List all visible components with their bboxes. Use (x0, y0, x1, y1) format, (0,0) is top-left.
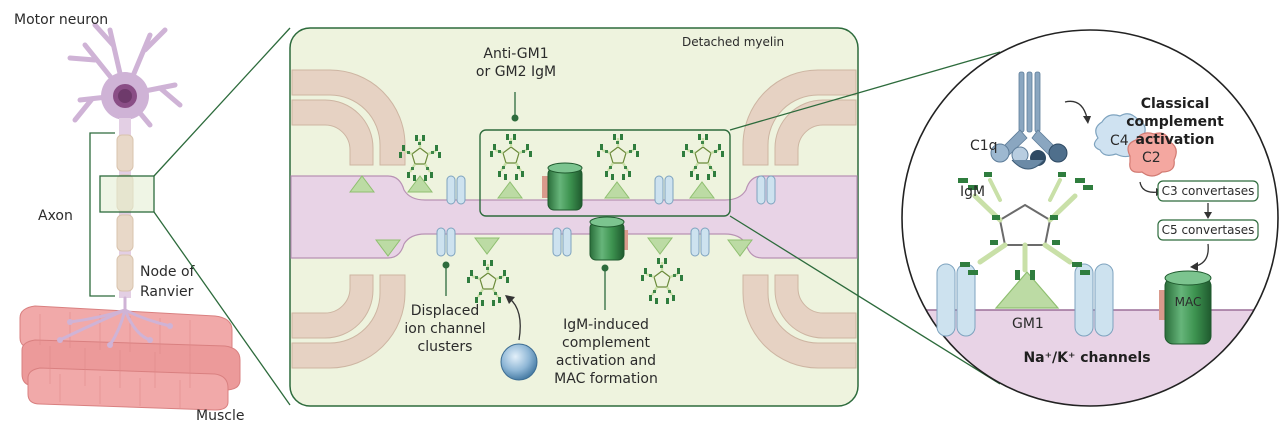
ion-channel-large-icon (936, 263, 976, 337)
zoom-box (479, 129, 731, 217)
mac-pore-icon (589, 216, 628, 261)
c5-convertases-box (1157, 219, 1259, 241)
axon-membrane (290, 175, 858, 259)
gm1-label: GM1 (1012, 316, 1044, 332)
mac-pore-icon (542, 162, 583, 211)
neuron-illustration (67, 22, 183, 298)
anti-gm-label-2: or GM2 IgM (476, 64, 556, 80)
displaced-label-2: ion channel (404, 321, 485, 337)
anti-gm-label-1: Anti-GM1 (483, 46, 548, 62)
detached-myelin-label: Detached myelin (682, 35, 784, 49)
complement-protein-icon (500, 343, 538, 381)
arrow-head-icon (505, 295, 515, 304)
muscle-illustration (19, 296, 241, 411)
classical-label-2: complement (1126, 114, 1224, 130)
igm-induced-label-1: IgM-induced (563, 317, 649, 333)
c3-convertases-box (1157, 180, 1259, 202)
ion-channel-large-icon (1074, 263, 1114, 337)
gm1-large-icon (994, 271, 1060, 309)
igm-induced-label-4: MAC formation (554, 371, 658, 387)
c3-convertases-label: C3 convertases (1162, 184, 1255, 198)
zoom-line-circle-bottom (729, 215, 1001, 385)
displaced-label-3: clusters (418, 339, 473, 355)
myelin-bottom-left (291, 274, 406, 369)
c2-label: C2 (1142, 150, 1161, 166)
arrow-head-icon (1204, 212, 1212, 219)
zoom-line-top (153, 27, 291, 177)
myelin-top-left (291, 69, 406, 166)
node-of-ranvier-label-2: Ranvier (140, 284, 194, 300)
complement-zoom-circle (901, 29, 1279, 407)
axon-label: Axon (38, 208, 73, 224)
c2-protein-icon (1127, 132, 1177, 177)
c5-convertases-label: C5 convertases (1162, 223, 1255, 237)
arrow-head-icon (1083, 116, 1091, 124)
igm-label: IgM (960, 184, 985, 200)
arrow-head-icon (1190, 262, 1198, 271)
igm-large-icon (958, 172, 1093, 280)
muscle-label: Muscle (196, 408, 244, 424)
pointer-dot (442, 261, 450, 269)
myelin-top-right (742, 69, 857, 166)
classical-label-1: Classical (1141, 96, 1210, 112)
myelin-bottom-right (742, 274, 857, 369)
node-of-ranvier-panel (289, 27, 859, 407)
node-of-ranvier-label-1: Node of (140, 264, 196, 280)
mac-large-icon (1159, 270, 1212, 345)
c4-label: C4 (1110, 133, 1129, 149)
pointer-dot (601, 264, 609, 272)
zoom-line-circle-top (729, 51, 1001, 131)
pointer-dot (511, 114, 519, 122)
axon-bracket (89, 132, 115, 297)
channels-label: Na⁺/K⁺ channels (1023, 350, 1150, 366)
mac-label: MAC (1175, 295, 1202, 309)
c1q-icon (990, 71, 1068, 170)
zoom-line-bottom (153, 211, 291, 406)
displaced-label-1: Displaced (411, 303, 480, 319)
igm-induced-label-3: activation and (556, 353, 656, 369)
c1q-label: C1q (970, 138, 998, 154)
motor-neuron-label: Motor neuron (14, 12, 108, 28)
classical-label-3: activation (1136, 132, 1215, 148)
igm-induced-label-2: complement (562, 335, 650, 351)
